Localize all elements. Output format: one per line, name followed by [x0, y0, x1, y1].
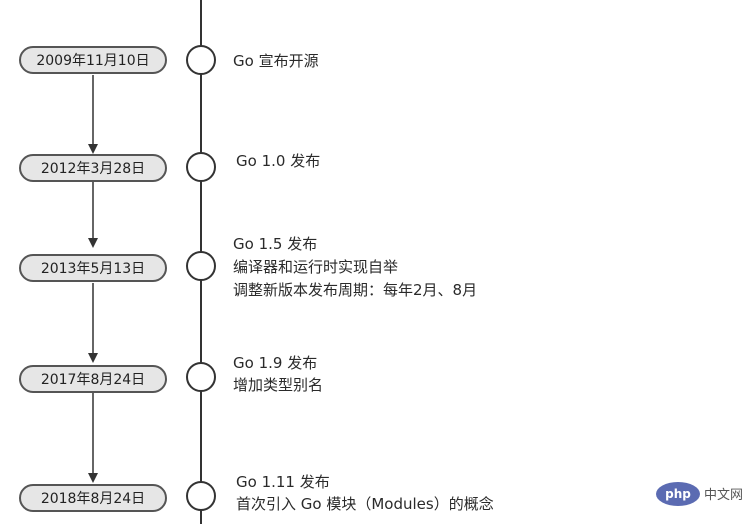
timeline-event: 2013年5月13日 Go 1.5 发布 编译器和运行时实现自举 调整新版本发布… [19, 235, 477, 299]
arrow-3 [88, 283, 98, 363]
date-label: 2013年5月13日 [41, 261, 145, 277]
timeline-node [186, 481, 216, 511]
date-pill: 2013年5月13日 [19, 254, 167, 282]
timeline-node [186, 251, 216, 281]
event-line: Go 1.11 发布 [236, 473, 330, 491]
event-line: Go 1.0 发布 [236, 152, 320, 170]
timeline-event: 2017年8月24日 Go 1.9 发布 增加类型别名 [19, 354, 323, 394]
date-pill: 2009年11月10日 [19, 46, 167, 74]
timeline-node [186, 362, 216, 392]
watermark: php 中文网 [656, 482, 743, 506]
date-label: 2017年8月24日 [41, 372, 145, 388]
event-line: 增加类型别名 [233, 376, 323, 394]
event-line: Go 1.5 发布 [233, 235, 317, 253]
timeline-event: 2012年3月28日 Go 1.0 发布 [19, 152, 320, 182]
php-logo-text: php [665, 487, 691, 501]
arrow-2 [88, 182, 98, 248]
event-line: Go 宣布开源 [233, 52, 319, 70]
timeline-event: 2018年8月24日 Go 1.11 发布 首次引入 Go 模块（Modules… [19, 473, 494, 513]
timeline-node [186, 152, 216, 182]
watermark-text: 中文网 [704, 488, 743, 503]
event-line: Go 1.9 发布 [233, 354, 317, 372]
date-label: 2009年11月10日 [36, 53, 149, 69]
date-pill: 2018年8月24日 [19, 484, 167, 512]
date-label: 2018年8月24日 [41, 491, 145, 507]
event-line: 调整新版本发布周期：每年2月、8月 [233, 281, 477, 299]
timeline-event: 2009年11月10日 Go 宣布开源 [19, 45, 319, 75]
arrow-4 [88, 393, 98, 483]
php-logo [656, 482, 700, 506]
timeline-node [186, 45, 216, 75]
date-pill: 2012年3月28日 [19, 154, 167, 182]
date-pill: 2017年8月24日 [19, 365, 167, 393]
date-label: 2012年3月28日 [41, 161, 145, 177]
arrow-1 [88, 75, 98, 154]
event-line: 编译器和运行时实现自举 [233, 258, 398, 276]
event-line: 首次引入 Go 模块（Modules）的概念 [236, 495, 494, 513]
